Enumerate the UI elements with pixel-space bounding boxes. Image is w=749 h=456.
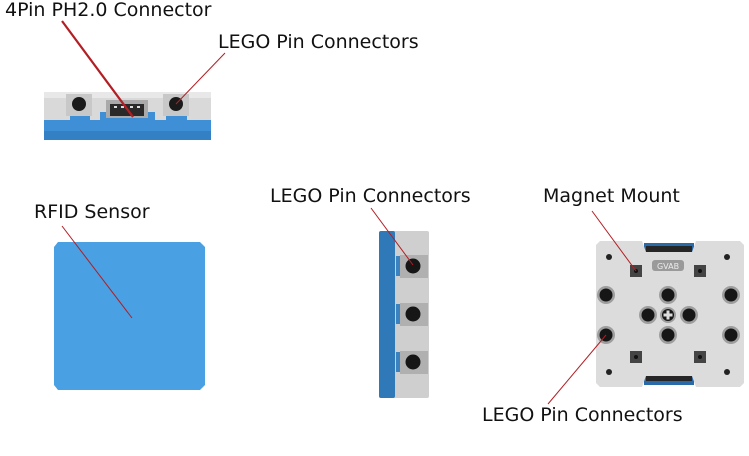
lego-pin-hole (661, 328, 675, 342)
label-rfid-sensor: RFID Sensor (34, 201, 150, 223)
label-lego-pins-side: LEGO Pin Connectors (270, 185, 471, 207)
lego-pin-hole (641, 308, 655, 322)
label-lego-pins-top: LEGO Pin Connectors (218, 31, 419, 53)
back-marking-badge (652, 260, 684, 271)
lego-pin-hole (724, 328, 738, 342)
lego-pin-hole (661, 288, 675, 302)
label-4pin-connector: 4Pin PH2.0 Connector (5, 0, 212, 21)
label-magnet-mount: Magnet Mount (543, 185, 680, 207)
lego-pin-hole (405, 306, 421, 322)
module-top-view (44, 92, 211, 140)
module-side-view (379, 231, 429, 398)
leader-magnet-mount (591, 210, 637, 272)
leader-lego-pins-side (370, 207, 414, 266)
leader-connector-4pin (61, 20, 134, 118)
back-marking-text: GVAB (657, 262, 679, 271)
leader-rfid-sensor (61, 225, 133, 319)
module-back-view: GVAB (596, 241, 744, 387)
leader-lego-pins-top (175, 52, 226, 105)
lego-pin-hole (724, 288, 738, 302)
lego-pin-hole (405, 258, 421, 274)
lego-pin-hole (682, 308, 696, 322)
lego-pin-hole (72, 97, 86, 111)
leader-lines (61, 20, 637, 405)
module-front-view (54, 242, 205, 390)
lego-pin-hole (405, 354, 421, 370)
leader-lego-pins-back (547, 334, 607, 405)
rfid-sensor-face (54, 242, 205, 390)
label-lego-pins-back: LEGO Pin Connectors (482, 404, 683, 426)
lego-pin-hole (599, 288, 613, 302)
